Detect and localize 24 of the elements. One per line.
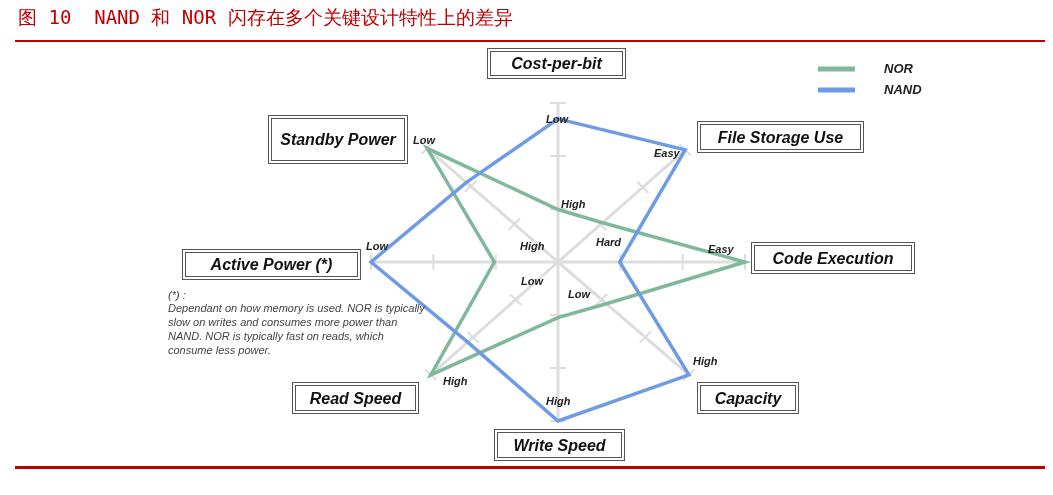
legend-label: NAND <box>884 82 922 97</box>
axis-label-box: Write Speed <box>494 429 625 461</box>
figure-title: 图 10 NAND 和 NOR 闪存在多个关键设计特性上的差异 <box>18 5 513 30</box>
axis-label-box: Standby Power <box>268 115 408 164</box>
footnote: Dependant on how memory is used. NOR is typically slow on writes and consumes more power than NAND. NOR is typically fast on reads, which consume less power. <box>168 301 426 357</box>
axis-label-box: File Storage Use <box>697 121 864 153</box>
scale-label: Low <box>366 240 388 252</box>
scale-label: Low <box>521 275 543 287</box>
axis-label-box: Read Speed <box>292 382 419 414</box>
axis-label-box: Active Power (*) <box>182 249 361 280</box>
scale-label: High <box>520 240 545 252</box>
scale-label: High <box>443 375 468 387</box>
scale-label: Low <box>568 288 590 300</box>
legend-label: NOR <box>884 61 913 76</box>
scale-label: Easy <box>708 243 734 255</box>
scale-label: Easy <box>654 147 680 159</box>
axis-label-box: Cost-per-bit <box>487 48 626 79</box>
axis-label-box: Code Execution <box>751 242 915 274</box>
scale-label: High <box>693 355 718 367</box>
scale-label: High <box>561 198 586 210</box>
scale-label: Hard <box>596 236 622 248</box>
footnote: (*) : <box>168 288 187 302</box>
axis-label-box: Capacity <box>697 382 799 414</box>
scale-label: High <box>546 395 571 407</box>
